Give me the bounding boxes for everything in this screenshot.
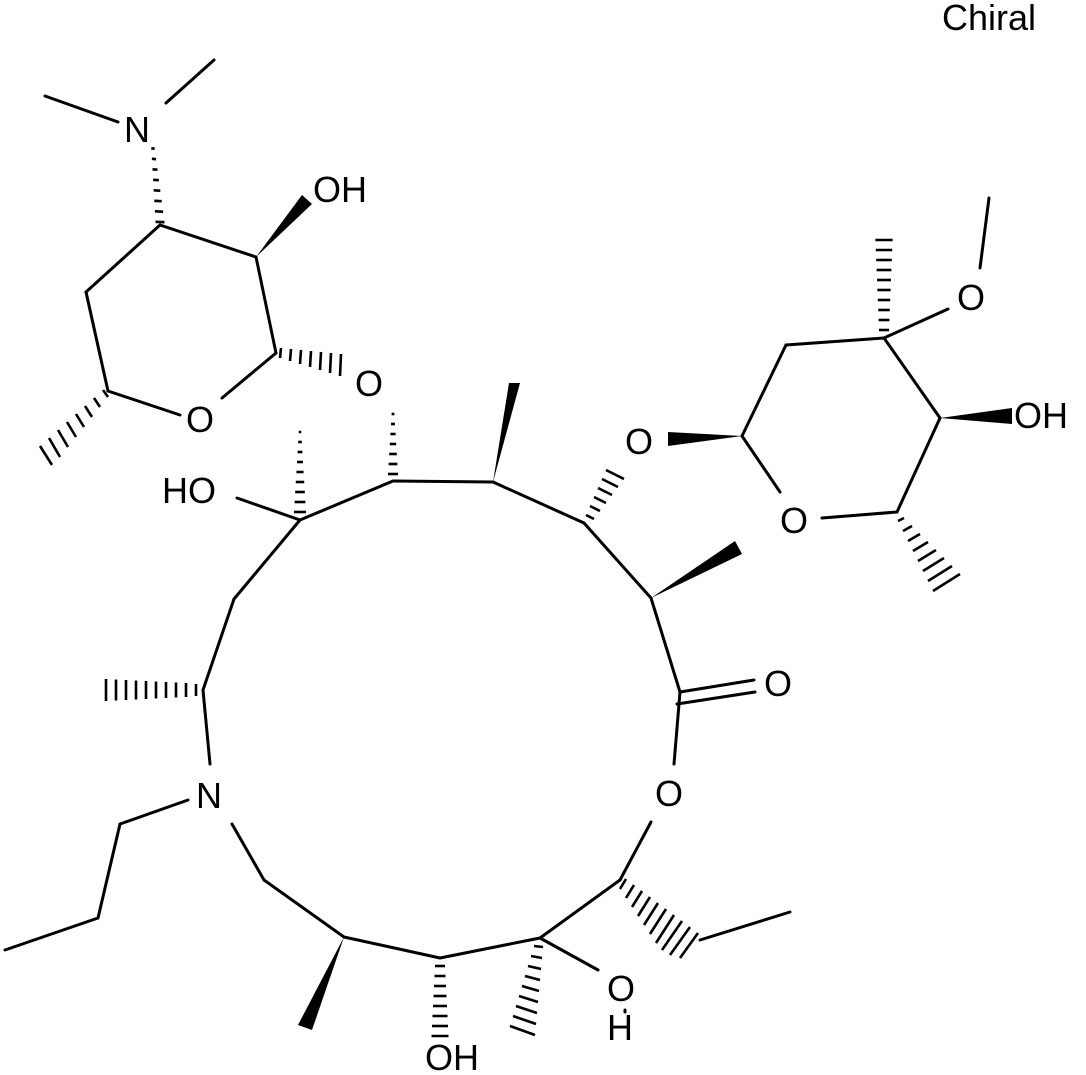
cladinose-glycoside-o-label: O [625, 421, 653, 462]
macrolactone-ring [3, 479, 792, 1014]
lactone-ring-o-label: O [655, 773, 683, 814]
c11-oh-label: OH [425, 1037, 479, 1075]
cladinose-ring-o-label: O [780, 500, 808, 541]
desosamine-ring [43, 58, 278, 417]
cladinose-stereo-bonds [668, 238, 1012, 593]
desosamine-n-label: N [124, 109, 150, 150]
desosamine-glycoside-o-label: O [355, 363, 383, 404]
c12-oh-h-label: H [607, 1007, 633, 1048]
c12-oh-o-label: O [607, 968, 635, 1009]
macrolactone-stereo-bonds [104, 383, 742, 1038]
desosamine-ring-o-label: O [186, 399, 214, 440]
c6-ho-label: HO [162, 470, 216, 511]
ring-n-label: N [196, 775, 222, 816]
cladinose-ome-o-label: O [957, 277, 985, 318]
cladinose-oh-label: OH [1014, 395, 1068, 436]
lactone-carbonyl-o-label: O [764, 663, 792, 704]
chiral-label: Chiral [942, 0, 1036, 38]
desosamine-stereo-bonds [38, 147, 343, 466]
desosamine-oh-label: OH [313, 169, 367, 210]
cladinose-ring [740, 196, 991, 520]
